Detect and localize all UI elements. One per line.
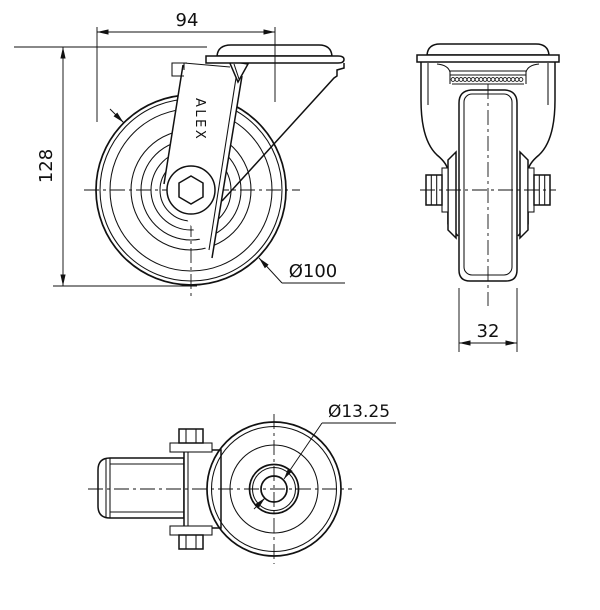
wheel-top	[97, 457, 185, 519]
dimension-wheel-diameter: Ø100	[109, 108, 345, 284]
mounting-plate-front	[416, 54, 560, 63]
ball-bearing-race	[436, 63, 540, 85]
swivel-dome-cap-front	[426, 43, 550, 56]
axle-flange-top	[169, 442, 213, 453]
dim-bolt-hole-label: Ø13.25	[328, 402, 390, 422]
swivel-fork-leg: ALEX	[163, 60, 250, 259]
top-view	[88, 414, 352, 564]
axle-nut-top	[178, 428, 204, 444]
dim-mount-width-label: 94	[176, 10, 199, 31]
bearing-balls	[450, 77, 524, 82]
dim-wheel-width-label: 32	[477, 321, 500, 342]
dimension-bolt-hole: Ø13.25	[253, 402, 396, 510]
swivel-dome-cap-side	[216, 44, 333, 57]
fork-leg-left	[447, 150, 457, 240]
dim-wheel-diameter-label: Ø100	[289, 261, 338, 282]
wheel-front	[458, 89, 518, 282]
side-view: ALEX	[84, 27, 345, 297]
dimension-overall-height: 128	[14, 46, 207, 287]
axle-flange-bottom	[169, 525, 213, 536]
dimension-mount-width: 94	[96, 10, 275, 122]
fork-rear-edge	[221, 63, 345, 202]
dimension-wheel-width: 32	[458, 288, 518, 352]
axle-nut-bottom	[178, 534, 204, 550]
dim-overall-height-label: 128	[36, 149, 57, 183]
fork-leg-right	[519, 150, 529, 240]
front-view	[416, 43, 560, 306]
axle-hex-nut-side	[178, 175, 204, 205]
brand-logo-text: ALEX	[192, 98, 207, 141]
fork-top-tab	[171, 62, 187, 77]
